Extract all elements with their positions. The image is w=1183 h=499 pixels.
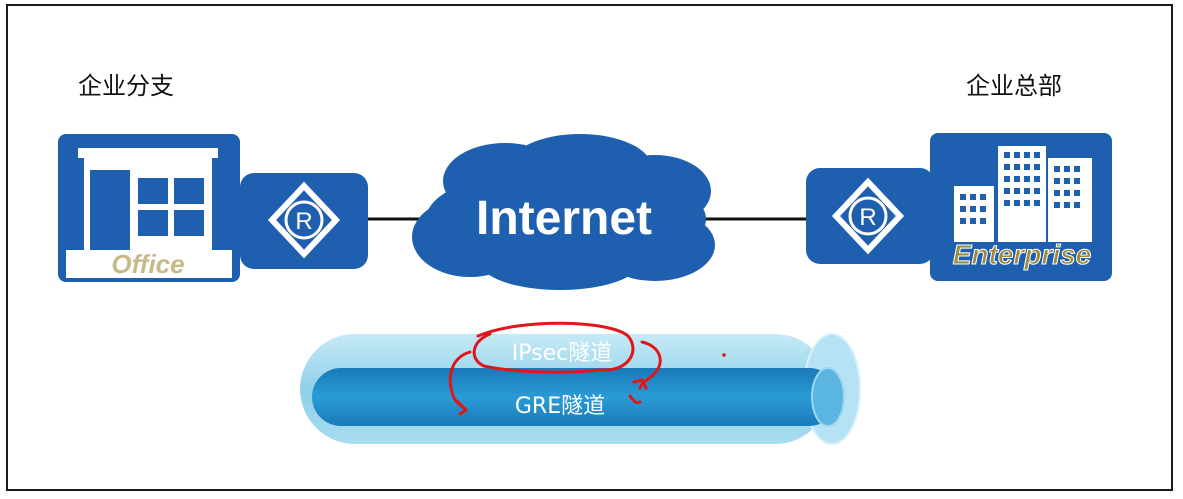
enterprise-label: Enterprise: [953, 239, 1092, 270]
branch-title: 企业分支: [78, 72, 174, 100]
handwritten-annotation: [448, 321, 662, 416]
internet-label: Internet: [476, 192, 652, 245]
hq-router-icon: [806, 168, 934, 264]
office-building-icon: [58, 134, 240, 282]
enterprise-building-icon: [930, 133, 1112, 281]
gre-tunnel-label: GRE隧道: [515, 394, 605, 419]
headquarters-title: 企业总部: [966, 72, 1062, 100]
branch-router-label: R: [295, 208, 312, 235]
hq-router-label: R: [859, 204, 876, 231]
office-label: Office: [111, 249, 184, 279]
ipsec-tunnel-label: IPsec隧道: [512, 341, 612, 366]
internet-cloud-icon: [412, 134, 715, 290]
branch-router-icon: [240, 173, 368, 269]
gre-tunnel: [312, 367, 845, 427]
annotation-dot: [722, 353, 726, 357]
